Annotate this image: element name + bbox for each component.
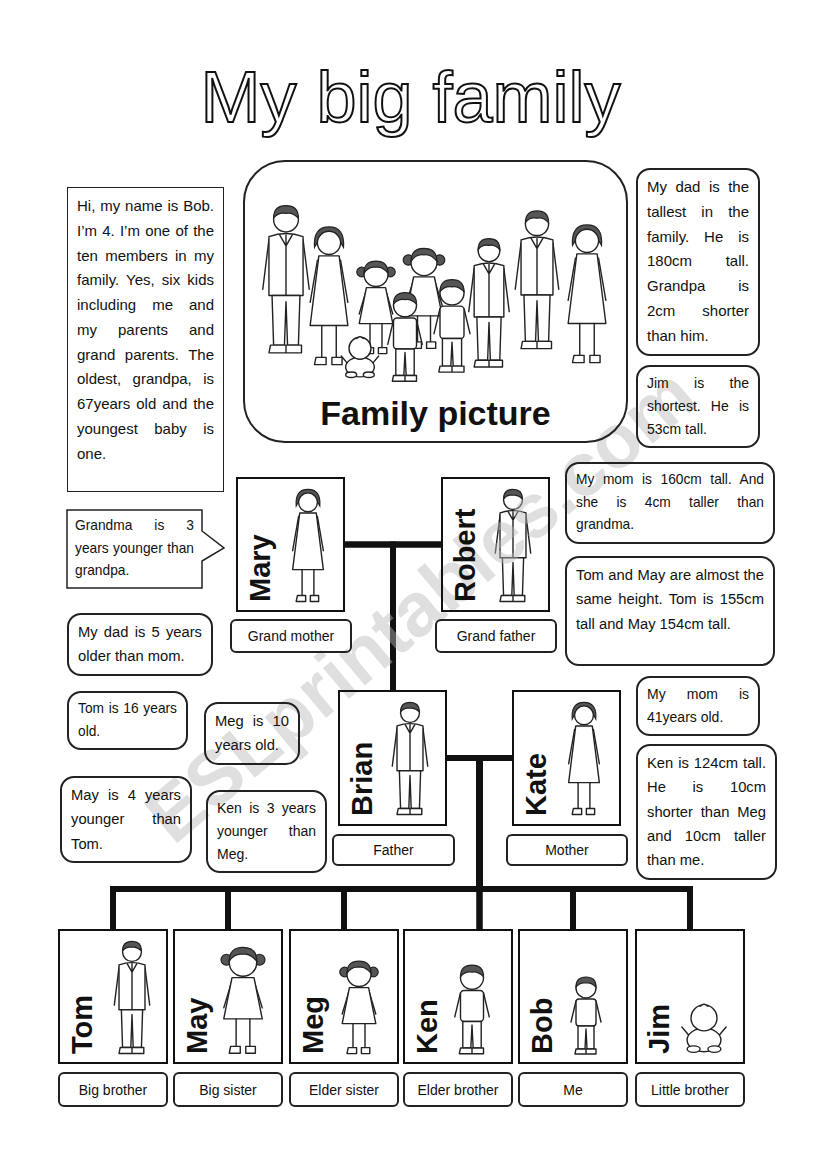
relation-text: Grand mother [248,628,334,644]
person-name: Ken [413,999,442,1054]
person-name: May [183,998,212,1054]
fact-text: Ken is 124cm tall. He is 10cm shorter th… [647,751,766,873]
fact-box: My mom is 160cm tall. And she is 4cm tal… [565,462,775,544]
card-figure [569,702,600,814]
fact-text: My dad is 5 years older than mom. [78,620,202,669]
card-figure [455,965,490,1054]
person-card: Brian [338,690,447,826]
fact-text: May is 4 years younger than Tom. [71,783,181,856]
speech-bubble: Grandma is 3 years younger than grandpa. [66,509,203,589]
mom-figure [568,225,606,363]
dad-figure [515,211,559,349]
card-figure [392,702,427,814]
person-name: Bob [528,998,557,1054]
person-card: Mary [236,477,345,612]
picture-caption: Family picture [245,394,626,433]
person-name: Brian [348,742,377,816]
family-line [447,758,480,929]
relation-label: Father [332,834,455,866]
intro-box: Hi, my name is Bob. I’m 4. I’m one of th… [67,187,224,492]
relation-text: Elder sister [309,1082,379,1098]
relation-text: Father [373,842,413,858]
person-name: Meg [299,996,328,1054]
fact-text: Tom is 16 years old. [78,698,177,743]
person-name: Robert [451,509,480,602]
tom-figure [469,239,510,367]
card-figure [682,1004,726,1052]
person-card: Bob [518,929,628,1064]
person-name: Mary [246,534,275,602]
person-name: Jim [645,1004,674,1054]
fact-text: Ken is 3 years younger than Meg. [217,797,316,866]
person-card: Kate [512,690,621,826]
bubble-outline [67,510,224,588]
person-name: Kate [522,753,551,816]
relation-label: Big sister [173,1072,283,1107]
fact-text: Jim is the shortest. He is 53cm tall. [647,372,749,441]
card-figure [221,947,265,1053]
fact-box: My mom is 41years old. [636,676,760,736]
card-figure [293,489,324,601]
relation-label: Me [518,1072,628,1107]
person-card: May [173,929,283,1064]
fact-box: My dad is 5 years older than mom. [67,613,213,676]
intro-text: Hi, my name is Bob. I’m 4. I’m one of th… [77,194,214,466]
relation-text: Grand father [457,628,536,644]
person-card: Ken [403,929,513,1064]
relation-text: Elder brother [418,1082,499,1098]
fact-box: Jim is the shortest. He is 53cm tall. [636,365,760,448]
fact-text: Meg is 10 years old. [215,709,289,758]
fact-text: My mom is 41years old. [647,683,749,729]
fact-box: Tom and May are almost the same height. … [565,556,775,666]
bob-figure [388,293,423,382]
fact-box: Ken is 3 years younger than Meg. [206,790,327,873]
relation-label: Elder sister [289,1072,399,1107]
fact-text: Tom and May are almost the same height. … [576,563,764,636]
relation-text: Big sister [199,1082,257,1098]
group-photo [263,206,606,382]
fact-box: My dad is the tallest in the family. He … [636,168,760,356]
bubble-text: Grandma is 3 years younger than grandpa. [75,515,194,583]
fact-box: May is 4 years younger than Tom. [60,776,192,863]
person-card: Meg [289,929,399,1064]
person-name: Tom [68,995,97,1054]
fact-text: My mom is 160cm tall. And she is 4cm tal… [576,469,764,537]
relation-text: Little brother [651,1082,729,1098]
jim-figure [341,337,378,378]
person-card: Robert [441,477,550,612]
grandma-figure [310,227,348,365]
page-title: My big family [0,58,821,137]
fact-box: Tom is 16 years old. [67,691,188,750]
family-picture-frame: Family picture [243,160,628,443]
person-card: Jim [635,929,745,1064]
grandpa-figure [263,206,310,353]
fact-box: Meg is 10 years old. [204,702,300,765]
card-figure [114,941,149,1053]
relation-text: Big brother [79,1082,147,1098]
relation-label: Grand mother [230,619,352,653]
card-figure [571,977,601,1054]
relation-text: Me [563,1082,582,1098]
card-figure [340,961,378,1053]
relation-label: Elder brother [403,1072,513,1107]
person-card: Tom [58,929,168,1064]
relation-label: Little brother [635,1072,745,1107]
relation-label: Grand father [435,619,557,653]
relation-label: Big brother [58,1072,168,1107]
fact-text: My dad is the tallest in the family. He … [647,175,749,348]
relation-text: Mother [545,842,589,858]
fact-box: Ken is 124cm tall. He is 10cm shorter th… [636,744,777,880]
ken-figure [434,280,470,372]
relation-label: Mother [506,834,628,866]
